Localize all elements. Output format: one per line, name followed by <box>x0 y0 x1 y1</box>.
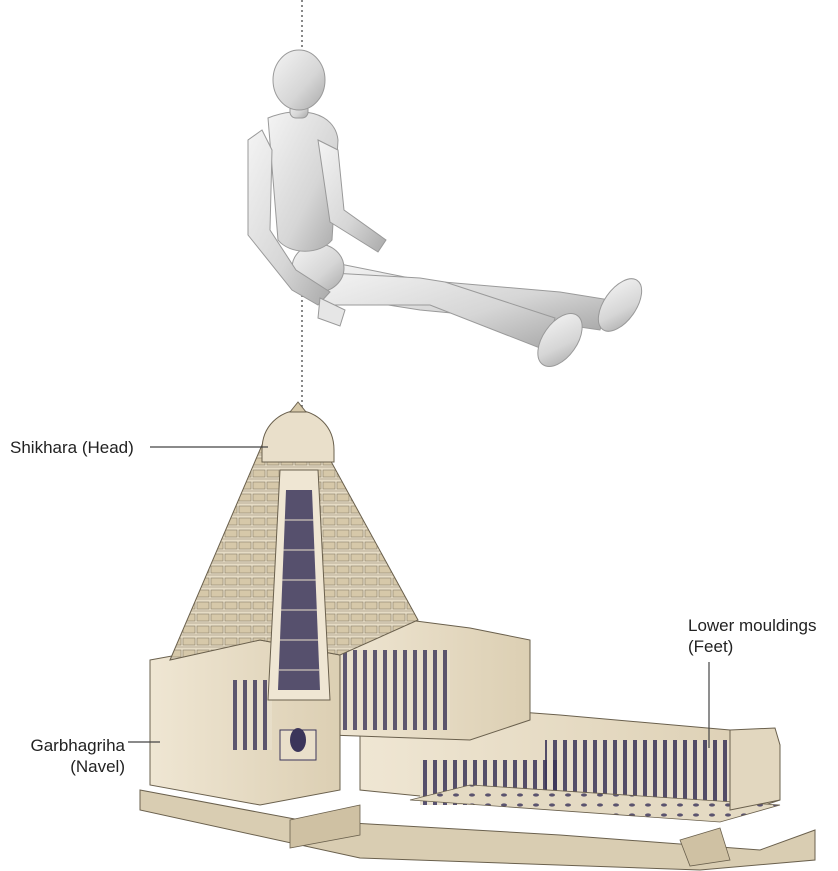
garbhagriha-label-line2: (Navel) <box>10 756 125 777</box>
feet-label: Lower mouldings (Feet) <box>688 615 817 657</box>
feet-label-line1: Lower mouldings <box>688 615 817 636</box>
feet-label-line2: (Feet) <box>688 636 817 657</box>
garbhagriha-label-line1: Garbhagriha <box>10 735 125 756</box>
garbhagriha-label: Garbhagriha (Navel) <box>10 735 125 777</box>
seated-mannequin-figure <box>248 50 650 374</box>
shikhara-label-text: Shikhara (Head) <box>10 437 134 458</box>
shikhara-label: Shikhara (Head) <box>10 437 134 458</box>
